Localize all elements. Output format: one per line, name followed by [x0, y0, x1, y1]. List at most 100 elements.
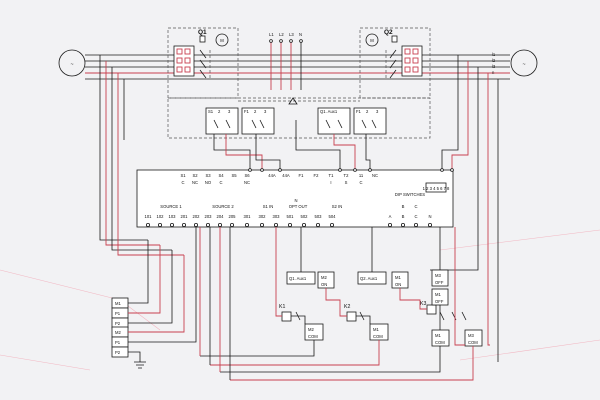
- svg-text:P1: P1: [115, 311, 121, 316]
- q2-label: Q2: [384, 29, 393, 36]
- bottom-terminal-label: B: [402, 214, 405, 219]
- top-terminal-screw: [248, 168, 252, 172]
- phase-label-l1: L1: [269, 32, 274, 37]
- aux-contacts-enclosure: [167, 97, 431, 139]
- top-terminal-label: T2: [344, 173, 350, 178]
- q1-motor-label: M: [220, 38, 224, 43]
- bottom-terminal-screw: [193, 222, 198, 227]
- bottom-terminal-label: 205: [229, 214, 237, 219]
- dip-switch-bank: [425, 182, 447, 193]
- field-wires: [99, 55, 499, 362]
- bottom-terminal-label: C: [414, 214, 417, 219]
- bus-lines: [85, 54, 510, 80]
- aux-f1-title: F1: [244, 109, 250, 114]
- coil-k1-label: K1: [279, 304, 285, 310]
- controller: [136, 169, 454, 228]
- top-terminal-label: S6: [244, 173, 250, 178]
- q2-motor-label: M: [370, 38, 374, 43]
- top-terminal-screw: [450, 168, 454, 172]
- bottom-terminal-label: 202: [193, 214, 201, 219]
- relay-area: K1 Q1. Aux1 M2 ON M2 COM K2 Q2. Aux1 M1 …: [279, 269, 483, 347]
- terminal-group-label: C: [414, 204, 417, 209]
- bottom-terminal-label: 204: [217, 214, 225, 219]
- terminal-group-label: S2 IN: [332, 204, 342, 209]
- bottom-terminal-label: 201: [181, 214, 189, 219]
- terminal-group-label: SOURCE 1: [160, 204, 182, 209]
- svg-text:M2: M2: [321, 275, 327, 280]
- contact-m3-com: [464, 329, 483, 347]
- svg-text:COM: COM: [373, 334, 383, 339]
- right-phase-l3: l3: [492, 64, 496, 69]
- bottom-terminal-screw: [315, 222, 320, 227]
- dip-switch-numbers: 1 2 3 4 5 6 7 8: [423, 186, 450, 191]
- right-phase-l1: l1: [492, 52, 496, 57]
- bottom-terminal-label: 503: [315, 214, 323, 219]
- q1-motor-icon: [215, 33, 229, 47]
- left-block-1: M1 P1 P2: [111, 240, 173, 329]
- svg-text:M1: M1: [395, 275, 401, 280]
- svg-text:M2: M2: [308, 327, 314, 332]
- top-terminal-sub-label: NC: [244, 180, 250, 185]
- bottom-terminal-label: 502: [301, 214, 309, 219]
- top-terminal-label: F2: [314, 173, 320, 178]
- top-terminal-sub-label: S: [345, 180, 348, 185]
- aux-contact-s1: [205, 107, 239, 135]
- svg-text:M1: M1: [373, 327, 379, 332]
- bottom-terminal-label: 303: [273, 214, 281, 219]
- relay-q1-aux1-label: Q1. Aux1: [289, 276, 307, 281]
- bottom-terminal-label: 302: [259, 214, 267, 219]
- bottom-terminal-label: 501: [287, 214, 295, 219]
- top-terminal-label: S3: [205, 173, 211, 178]
- top-terminal-screw: [260, 168, 264, 172]
- bottom-terminal-screw: [413, 222, 418, 227]
- left-block-2: M2 P1 P2: [111, 227, 197, 369]
- relay-q2-aux1-label: Q2. Aux1: [360, 276, 378, 281]
- bottom-terminal-screw: [427, 222, 432, 227]
- right-phase-labels: l1 l2 l3 n: [492, 52, 496, 75]
- ground-icon: [134, 361, 146, 369]
- top-terminal-screw: [338, 168, 342, 172]
- svg-text:M1: M1: [435, 333, 441, 338]
- source-right-symbol: ~: [522, 62, 525, 68]
- source-right: ~: [510, 49, 538, 77]
- q1-terminal-block: [173, 45, 195, 77]
- top-terminal-label: S5: [231, 173, 237, 178]
- terminal-group-label: OPT OUT: [289, 204, 308, 209]
- svg-text:M1: M1: [115, 301, 121, 306]
- top-terminal-screw: [368, 168, 372, 172]
- svg-text:3: 3: [228, 109, 231, 114]
- source-left: ~: [58, 49, 86, 77]
- svg-text:COM: COM: [468, 340, 478, 345]
- svg-text:P2: P2: [115, 321, 121, 326]
- svg-text:COM: COM: [435, 340, 445, 345]
- terminal-group-label: S1 IN: [263, 204, 273, 209]
- phase-label-n: N: [299, 32, 302, 37]
- svg-text:M1: M1: [435, 292, 441, 297]
- svg-text:M3: M3: [435, 273, 441, 278]
- q1-breaker: Q1 M: [173, 29, 229, 80]
- svg-text:OFF: OFF: [435, 299, 444, 304]
- top-terminal-sub-label: C: [181, 180, 184, 185]
- bottom-terminal-screw: [329, 222, 334, 227]
- phase-label-l3: L3: [289, 32, 294, 37]
- bottom-terminal-label: 102: [157, 214, 165, 219]
- bottom-terminal-label: 103: [169, 214, 177, 219]
- dip-switch-title: DIP SWITCHES: [395, 192, 425, 197]
- svg-text:M2: M2: [115, 330, 121, 335]
- svg-text:P1: P1: [115, 340, 121, 345]
- right-phase-n: n: [492, 70, 495, 75]
- coil-k1: [281, 311, 292, 322]
- top-terminal-sub-label: NC: [192, 180, 198, 185]
- controller-box: [136, 169, 454, 228]
- top-terminal-sub-label: C: [359, 180, 362, 185]
- contact-m1-com-b: [431, 329, 450, 347]
- aux-to-controller-wires: [213, 120, 371, 170]
- svg-text:3: 3: [264, 109, 267, 114]
- top-terminal-sub-label: I: [330, 180, 331, 185]
- background-decor: [0, 229, 600, 371]
- svg-text:2: 2: [366, 109, 369, 114]
- top-terminal-label: F1: [299, 173, 305, 178]
